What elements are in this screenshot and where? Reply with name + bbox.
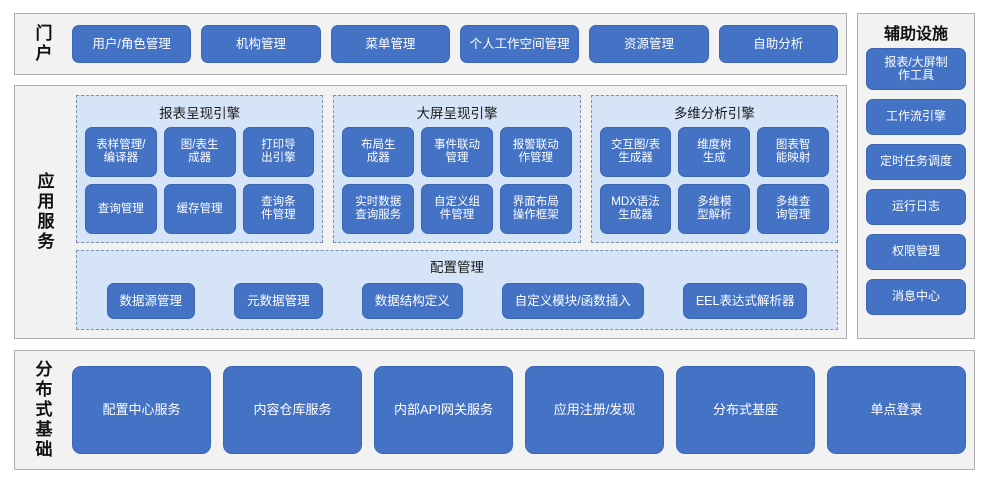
- portal-item-1[interactable]: 机构管理: [201, 25, 321, 63]
- auxiliary-section-title: 辅助设施: [883, 26, 948, 43]
- label-char: 用: [37, 191, 55, 211]
- config-item-3[interactable]: 自定义模块/函数插入: [501, 282, 644, 319]
- label-char: 户: [35, 44, 53, 63]
- engine-2-item-2[interactable]: 图表智 能映射: [757, 127, 829, 177]
- engine-1-item-1[interactable]: 事件联动 管理: [421, 127, 493, 177]
- portal-section-label: 门户: [22, 13, 66, 75]
- config-item-4[interactable]: EEL表达式解析器: [682, 282, 808, 319]
- auxiliary-item-5[interactable]: 消息中心: [866, 279, 966, 315]
- distributed-item-0[interactable]: 配置中心服务: [72, 366, 211, 454]
- engine-0-item-2[interactable]: 打印导 出引擎: [242, 127, 315, 177]
- auxiliary-item-2[interactable]: 定时任务调度: [866, 144, 966, 180]
- portal-item-4[interactable]: 资源管理: [589, 25, 709, 63]
- engine-0-item-0[interactable]: 表样管理/ 编译器: [85, 127, 157, 177]
- config-item-2[interactable]: 数据结构定义: [361, 282, 463, 319]
- engine-0-item-4[interactable]: 缓存管理: [163, 184, 236, 234]
- auxiliary-item-4[interactable]: 权限管理: [866, 234, 966, 270]
- engine-panel-1: 大屏呈现引擎布局生 成器事件联动 管理报警联动 作管理实时数据 查询服务自定义组…: [333, 95, 581, 243]
- engine-panel-title-0: 报表呈现引擎: [159, 106, 241, 121]
- portal-item-5[interactable]: 自助分析: [718, 25, 838, 63]
- engine-0-item-1[interactable]: 图/表生 成器: [163, 127, 236, 177]
- engine-panel-0: 报表呈现引擎表样管理/ 编译器图/表生 成器打印导 出引擎查询管理缓存管理查询条…: [76, 95, 324, 243]
- engine-panel-list: 报表呈现引擎表样管理/ 编译器图/表生 成器打印导 出引擎查询管理缓存管理查询条…: [76, 95, 838, 243]
- label-char: 门: [35, 23, 53, 43]
- auxiliary-item-list: 报表/大屏制 作工具工作流引擎定时任务调度运行日志权限管理消息中心: [866, 48, 966, 330]
- auxiliary-item-3[interactable]: 运行日志: [866, 189, 966, 225]
- application-service-section-label: 应用服务: [22, 85, 70, 339]
- engine-2-item-5[interactable]: 多维查 询管理: [757, 184, 829, 234]
- config-management-title: 配置管理: [430, 260, 484, 275]
- portal-item-0[interactable]: 用户/角色管理: [72, 25, 192, 63]
- auxiliary-item-0[interactable]: 报表/大屏制 作工具: [866, 48, 966, 90]
- config-management-item-list: 数据源管理 元数据管理 数据结构定义 自定义模块/函数插入 EEL表达式解析器: [77, 280, 837, 329]
- engine-panel-title-2: 多维分析引擎: [673, 106, 755, 121]
- distributed-item-3[interactable]: 应用注册/发现: [525, 366, 664, 454]
- engine-1-item-3[interactable]: 实时数据 查询服务: [342, 184, 415, 234]
- engine-2-item-3[interactable]: MDX语法 生成器: [599, 184, 672, 234]
- engine-1-item-0[interactable]: 布局生 成器: [342, 127, 415, 177]
- portal-item-3[interactable]: 个人工作空间管理: [459, 25, 580, 63]
- distributed-item-5[interactable]: 单点登录: [827, 366, 966, 454]
- portal-item-2[interactable]: 菜单管理: [330, 25, 450, 63]
- engine-panel-grid-0: 表样管理/ 编译器图/表生 成器打印导 出引擎查询管理缓存管理查询条 件管理: [85, 127, 315, 234]
- engine-1-item-2[interactable]: 报警联动 作管理: [499, 127, 572, 177]
- label-char: 式: [35, 399, 53, 419]
- auxiliary-item-1[interactable]: 工作流引擎: [866, 99, 966, 135]
- portal-item-list: 用户/角色管理机构管理菜单管理个人工作空间管理资源管理自助分析: [72, 24, 838, 64]
- engine-2-item-4[interactable]: 多维模 型解析: [678, 184, 751, 234]
- label-char: 基: [35, 420, 53, 440]
- engine-1-item-4[interactable]: 自定义组 件管理: [421, 184, 493, 234]
- engine-panel-2: 多维分析引擎交互图/表 生成器维度树 生成图表智 能映射 MDX语法 生成器多维模…: [590, 95, 838, 243]
- label-char: 分: [35, 359, 53, 379]
- engine-panel-grid-2: 交互图/表 生成器维度树 生成图表智 能映射 MDX语法 生成器多维模 型解析多维…: [599, 127, 829, 234]
- distributed-item-1[interactable]: 内容仓库服务: [223, 366, 362, 454]
- engine-panel-grid-1: 布局生 成器事件联动 管理报警联动 作管理实时数据 查询服务自定义组 件管理界面…: [342, 127, 572, 234]
- label-char: 布: [35, 379, 53, 399]
- config-item-0[interactable]: 数据源管理: [106, 282, 196, 319]
- label-char: 础: [35, 440, 53, 460]
- label-char: 应: [37, 171, 55, 191]
- distributed-item-4[interactable]: 分布式基座: [676, 366, 815, 454]
- label-char: 服: [37, 212, 55, 231]
- engine-2-item-1[interactable]: 维度树 生成: [678, 127, 751, 177]
- distributed-foundation-section-label: 分布式基础: [22, 350, 66, 470]
- engine-0-item-3[interactable]: 查询管理: [85, 184, 157, 234]
- label-char: 务: [37, 232, 55, 252]
- engine-panel-title-1: 大屏呈现引擎: [416, 106, 498, 121]
- engine-1-item-5[interactable]: 界面布局 操作框架: [499, 184, 572, 234]
- config-item-1[interactable]: 元数据管理: [234, 282, 323, 319]
- engine-0-item-5[interactable]: 查询条 件管理: [242, 184, 315, 234]
- distributed-foundation-item-list: 配置中心服务内容仓库服务内部API网关服务应用注册/发现分布式基座单点登录: [72, 366, 966, 454]
- engine-2-item-0[interactable]: 交互图/表 生成器: [599, 127, 672, 177]
- distributed-item-2[interactable]: 内部API网关服务: [374, 366, 513, 454]
- config-management-panel: 配置管理 数据源管理 元数据管理 数据结构定义 自定义模块/函数插入 EEL表达式解析器: [76, 250, 838, 330]
